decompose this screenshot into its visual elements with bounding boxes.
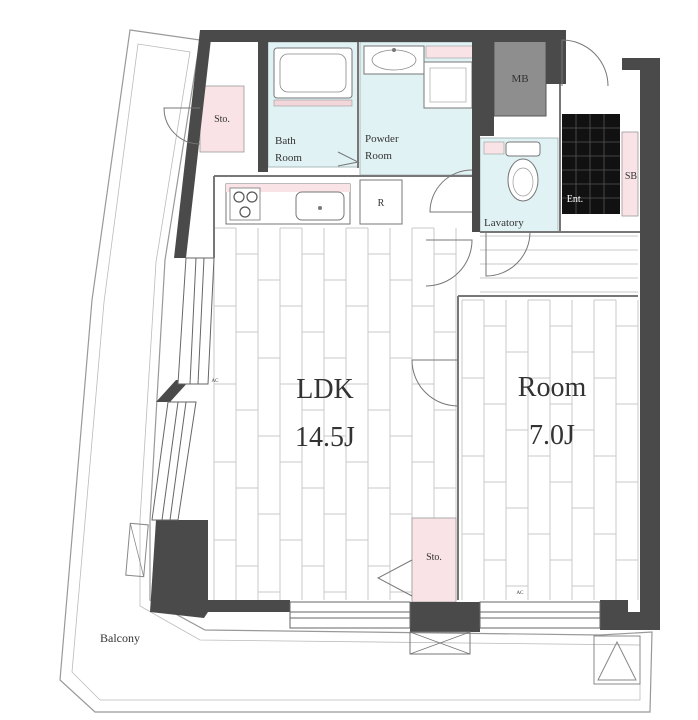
powder-room-label-line1: Powder xyxy=(365,133,399,145)
hall-flooring xyxy=(480,235,638,293)
powder-shelf xyxy=(425,45,475,59)
storage-mid-area xyxy=(411,517,457,603)
ac-left-label: AC xyxy=(212,379,220,384)
bath-room-label-line2: Room xyxy=(275,152,302,164)
room-name-label: Room xyxy=(518,372,587,403)
doors xyxy=(163,39,609,597)
fridge-space xyxy=(359,179,403,225)
entrance-tiles xyxy=(562,114,620,214)
balcony-label: Balcony xyxy=(100,631,140,645)
washing-machine-pan-icon xyxy=(423,61,473,109)
labels: LDK 14.5J Room 7.0J Bath Room Powder Roo… xyxy=(100,73,637,645)
mb-label: MB xyxy=(511,73,528,85)
powder-room-label-line2: Room xyxy=(365,150,392,162)
stove-icon xyxy=(233,191,258,218)
room-flooring xyxy=(461,299,639,600)
sb-area xyxy=(621,131,639,217)
interior-partitions xyxy=(213,42,640,600)
storage-top-label: Sto. xyxy=(214,114,230,125)
balcony-area xyxy=(59,29,653,713)
lavatory-label: Lavatory xyxy=(484,217,524,229)
toilet-icon xyxy=(505,141,541,202)
lavatory-shelf xyxy=(483,141,505,155)
room-size-label: 7.0J xyxy=(529,420,575,451)
storage-top-area xyxy=(199,85,245,153)
bathtub-icon xyxy=(273,47,353,99)
entrance-label: Ent. xyxy=(567,194,583,205)
walls xyxy=(150,30,660,632)
ldk-size-label: 14.5J xyxy=(295,422,355,453)
bath-room-label-line1: Bath xyxy=(275,135,296,147)
fridge-label: R xyxy=(378,198,385,209)
bath-counter xyxy=(273,99,353,107)
ldk-name-label: LDK xyxy=(296,374,354,405)
ac-right-label: AC xyxy=(517,591,525,596)
bottom-windows xyxy=(289,601,601,629)
outdoor-unit-bottom xyxy=(409,631,471,655)
storage-mid-label: Sto. xyxy=(426,552,442,563)
ldk-flooring xyxy=(213,227,457,600)
kitchen-sink-icon xyxy=(295,191,345,221)
wash-basin-icon xyxy=(363,45,425,75)
left-window xyxy=(151,257,215,521)
sb-label: SB xyxy=(625,171,638,182)
